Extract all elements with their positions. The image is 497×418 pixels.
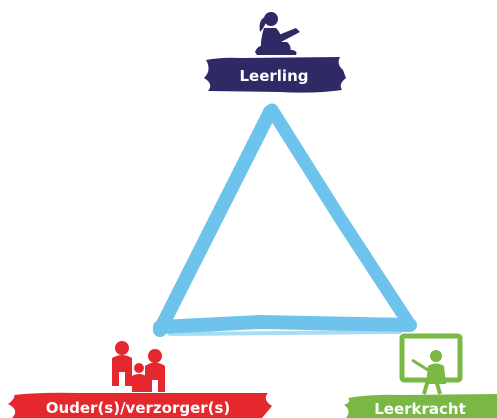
teacher-at-board-icon — [399, 333, 463, 395]
relationship-triangle — [153, 103, 417, 337]
leerling-brush-banner — [204, 57, 346, 93]
role-leerkracht: Leerkracht — [344, 333, 497, 418]
leerkracht-label: Leerkracht — [374, 400, 466, 418]
leerkracht-brush-banner — [344, 394, 497, 418]
triangle-brush-texture — [168, 116, 402, 336]
child-reading-icon — [255, 12, 300, 55]
ouders-brush-banner — [8, 392, 272, 418]
role-ouders: Ouder(s)/verzorger(s) — [8, 341, 272, 418]
ouders-label: Ouder(s)/verzorger(s) — [46, 399, 231, 417]
leerling-label: Leerling — [239, 67, 308, 85]
role-leerling: Leerling — [204, 12, 346, 93]
triangle-side-bottom — [153, 315, 417, 334]
family-icon — [112, 341, 165, 392]
